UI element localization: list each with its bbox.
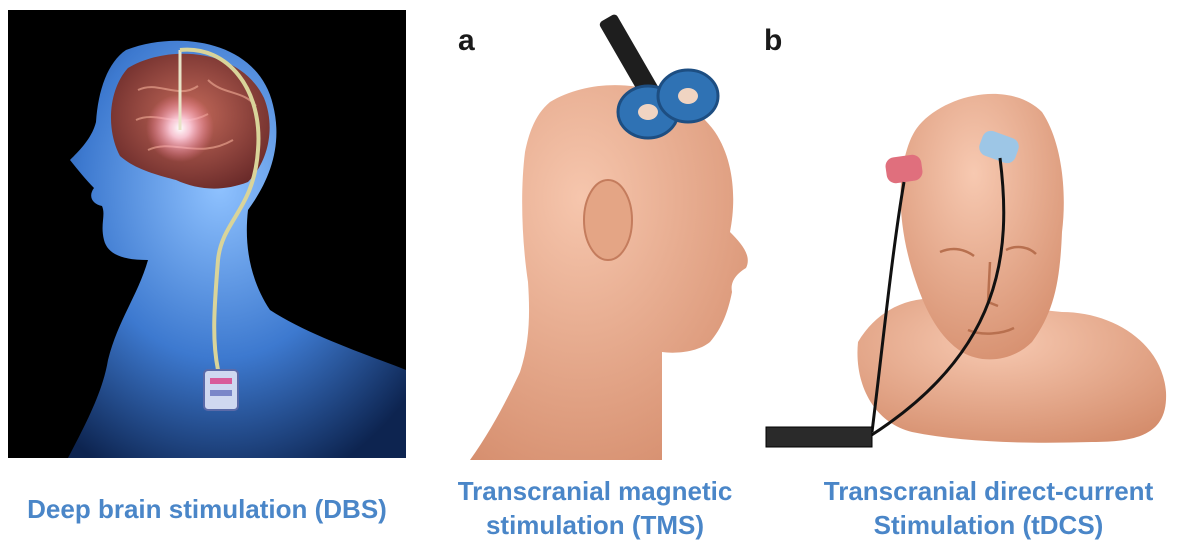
tdcs-illustration: b [762, 12, 1176, 460]
caption-tms-line2: stimulation (TMS) [430, 508, 760, 542]
caption-tdcs-line1: Transcranial direct-current [795, 474, 1182, 508]
dbs-illustration [8, 10, 406, 458]
tms-head [470, 85, 748, 460]
dbs-figure [8, 10, 406, 458]
caption-tms: Transcranial magnetic stimulation (TMS) [430, 474, 760, 542]
caption-dbs: Deep brain stimulation (DBS) [0, 492, 414, 526]
caption-tms-line1: Transcranial magnetic [430, 474, 760, 508]
coil-hole-right [678, 88, 698, 104]
caption-tdcs-line2: Stimulation (tDCS) [795, 508, 1182, 542]
panel-label-a: a [458, 24, 475, 58]
coil-hole-left [638, 104, 658, 120]
tms-illustration: a [430, 12, 760, 460]
caption-tdcs: Transcranial direct-current Stimulation … [795, 474, 1182, 542]
panel-label-b: b [764, 24, 782, 58]
stimulator-box [766, 427, 872, 447]
tms-ear [584, 180, 632, 260]
tdcs-figure [762, 12, 1176, 460]
caption-dbs-line1: Deep brain stimulation (DBS) [0, 492, 414, 526]
tms-figure [430, 12, 760, 460]
